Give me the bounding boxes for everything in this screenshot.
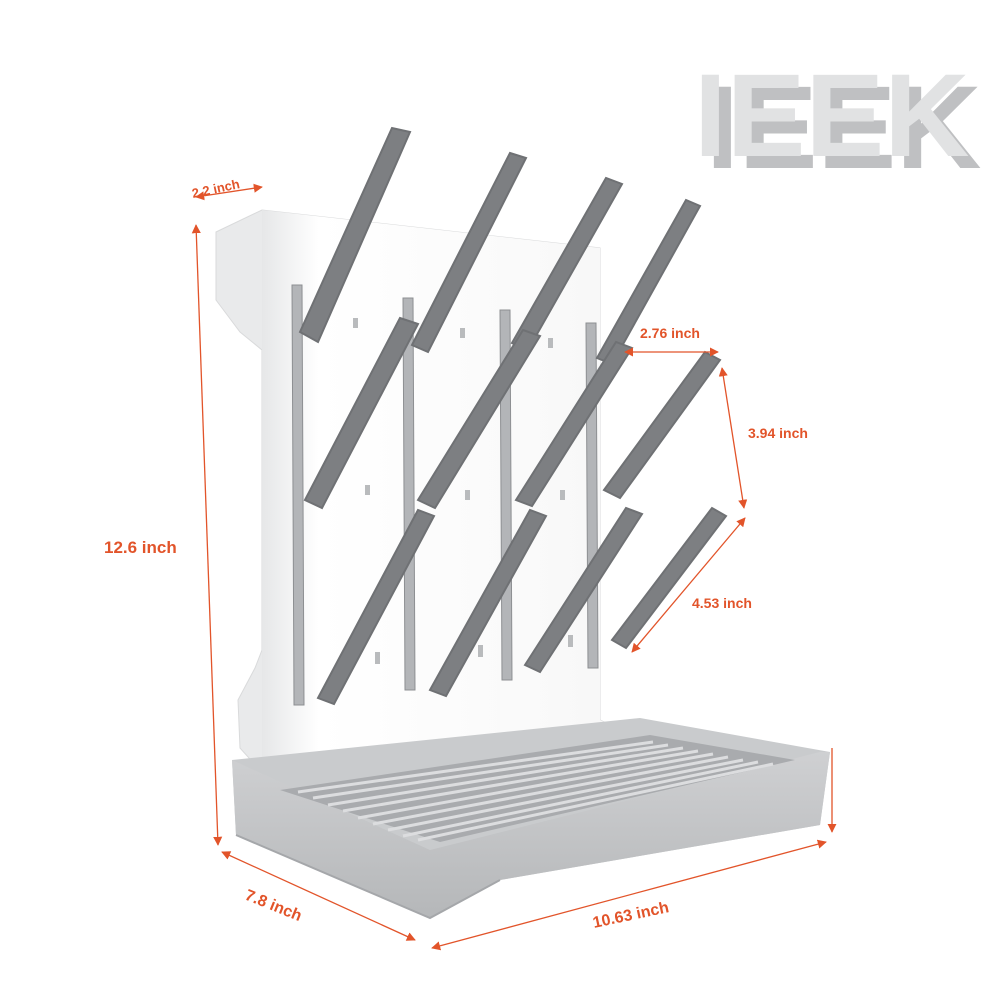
peg-top-2 (410, 151, 528, 354)
peg-bot-2 (428, 508, 548, 698)
peg-mid-1 (303, 316, 420, 510)
brand-logo-shadow: IEEK (706, 62, 981, 194)
brand-logo: IEEK IEEK (694, 50, 981, 194)
dim-line-peg-vertical (718, 367, 748, 509)
dim-line-top-depth (195, 183, 263, 201)
dim-label-peg-length: 4.53 inch (692, 595, 752, 611)
peg-rails (291, 284, 599, 706)
peg-bot-3 (523, 506, 644, 674)
dim-label-peg-spacing: 2.76 inch (640, 325, 700, 341)
dim-label-base-depth: 7.8 inch (243, 887, 305, 925)
brand-logo-text: IEEK (694, 50, 969, 182)
peg-mid-2 (416, 328, 542, 510)
dim-line-peg-length (631, 517, 746, 653)
pegs (298, 126, 728, 706)
dim-line-base-width (431, 839, 827, 951)
peg-top-1 (298, 126, 412, 344)
dim-label-top-depth: 2.2 inch (191, 176, 242, 201)
dim-line-base-depth (221, 851, 416, 941)
dim-label-base-width: 10.63 inch (591, 899, 670, 932)
dim-line-height (191, 224, 223, 846)
peg-bot-1 (316, 508, 436, 706)
dimension-lines (191, 183, 837, 951)
dim-label-peg-vertical: 3.94 inch (748, 425, 808, 441)
dim-label-height: 12.6 inch (104, 538, 177, 557)
peg-mid-4 (602, 350, 722, 500)
